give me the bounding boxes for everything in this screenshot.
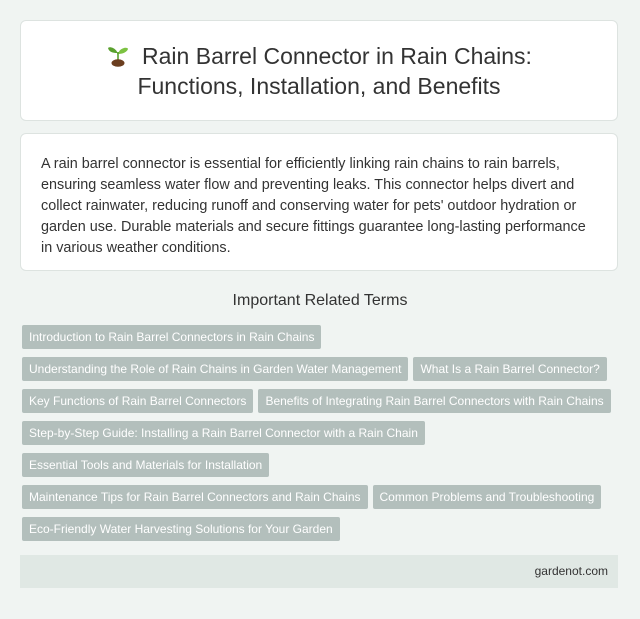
title-card: Rain Barrel Connector in Rain Chains: Fu… <box>20 20 618 121</box>
related-term-tag[interactable]: Step-by-Step Guide: Installing a Rain Ba… <box>22 421 425 445</box>
term-row: Eco-Friendly Water Harvesting Solutions … <box>22 517 620 549</box>
related-term-tag[interactable]: Introduction to Rain Barrel Connectors i… <box>22 325 322 349</box>
term-row: Understanding the Role of Rain Chains in… <box>22 357 620 389</box>
related-term-tag[interactable]: What Is a Rain Barrel Connector? <box>413 357 607 381</box>
related-terms-list: Introduction to Rain Barrel Connectors i… <box>22 325 620 549</box>
page-title: Rain Barrel Connector in Rain Chains: Fu… <box>84 41 554 101</box>
term-row: Maintenance Tips for Rain Barrel Connect… <box>22 485 620 517</box>
footer-site: gardenot.com <box>534 564 608 578</box>
related-term-tag[interactable]: Key Functions of Rain Barrel Connectors <box>22 389 254 413</box>
term-row: Step-by-Step Guide: Installing a Rain Ba… <box>22 421 620 453</box>
page-title-text: Rain Barrel Connector in Rain Chains: Fu… <box>137 42 532 99</box>
related-terms-heading: Important Related Terms <box>232 292 408 309</box>
related-term-tag[interactable]: Understanding the Role of Rain Chains in… <box>22 357 409 381</box>
related-term-tag[interactable]: Essential Tools and Materials for Instal… <box>22 453 270 477</box>
sprout-icon <box>108 46 129 67</box>
related-term-tag[interactable]: Benefits of Integrating Rain Barrel Conn… <box>258 389 611 413</box>
related-term-tag[interactable]: Eco-Friendly Water Harvesting Solutions … <box>22 517 340 541</box>
description-text: A rain barrel connector is essential for… <box>41 156 586 256</box>
related-term-tag[interactable]: Common Problems and Troubleshooting <box>372 485 602 509</box>
term-row: Introduction to Rain Barrel Connectors i… <box>22 325 620 357</box>
term-row: Essential Tools and Materials for Instal… <box>22 453 620 485</box>
related-term-tag[interactable]: Maintenance Tips for Rain Barrel Connect… <box>22 485 368 509</box>
footer: gardenot.com <box>20 555 618 588</box>
description-card: A rain barrel connector is essential for… <box>20 133 618 271</box>
